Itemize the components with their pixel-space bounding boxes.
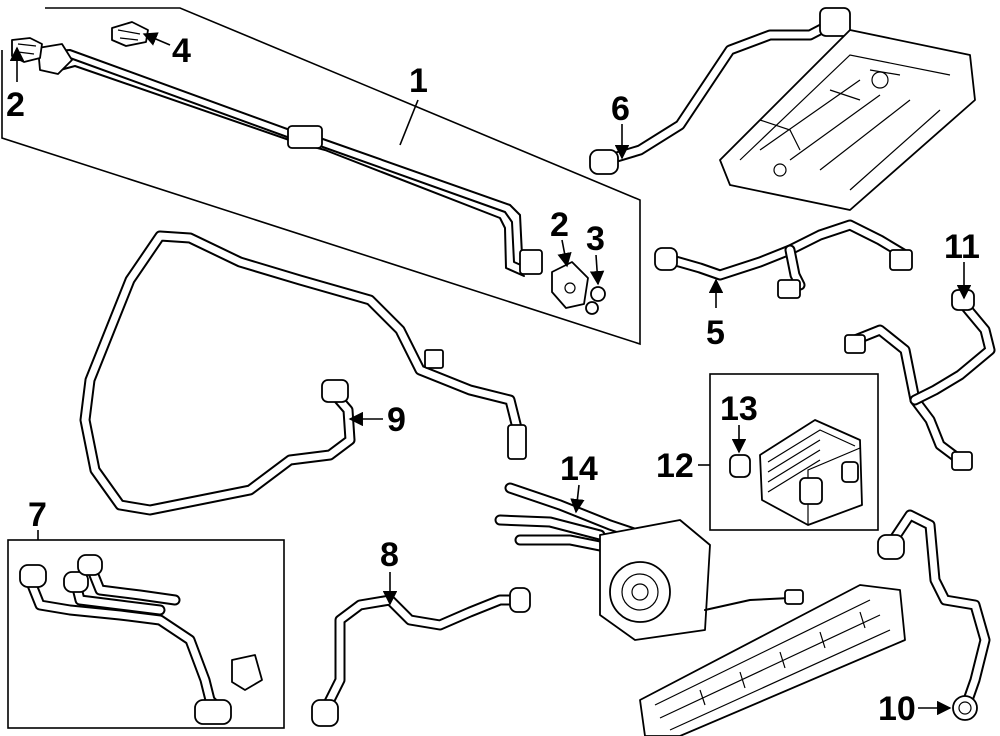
hose-8[interactable] (311, 587, 531, 727)
tube-assembly-1[interactable] (37, 43, 543, 277)
pump-assembly-14[interactable] (494, 482, 804, 641)
hose-5[interactable] (654, 219, 913, 299)
callout-1: 1 (409, 62, 428, 100)
callout-5: 5 (706, 314, 725, 352)
callout-2a: 2 (6, 86, 25, 124)
callout-3: 3 (586, 220, 605, 258)
callout-12: 12 (656, 447, 694, 485)
hose-10[interactable] (877, 509, 991, 721)
oil-cooler-12[interactable] (759, 419, 863, 526)
callout-8: 8 (380, 536, 399, 574)
housing-lower-right (639, 584, 906, 736)
group-box-12 (709, 373, 879, 531)
hose-6[interactable] (589, 7, 851, 175)
callout-9: 9 (387, 401, 406, 439)
hose-11[interactable] (844, 289, 996, 471)
callout-7: 7 (28, 496, 47, 534)
hose-7[interactable] (19, 554, 263, 725)
sensor-4[interactable] (111, 21, 149, 47)
bracket-2b[interactable] (551, 261, 589, 309)
group-box-1 (1, 7, 641, 346)
group-box-7 (7, 539, 285, 729)
callout-2b: 2 (550, 206, 569, 244)
callout-6: 6 (611, 90, 630, 128)
plug-13[interactable] (729, 454, 751, 478)
callout-13: 13 (720, 390, 758, 428)
loop-hose-9[interactable] (79, 230, 527, 516)
callout-11: 11 (944, 228, 980, 266)
inverter-module (719, 29, 976, 211)
leader-lines (9, 32, 972, 716)
callout-10: 10 (878, 690, 916, 728)
nut-3[interactable] (585, 286, 606, 315)
callout-14: 14 (560, 450, 598, 488)
callout-4: 4 (172, 32, 191, 70)
